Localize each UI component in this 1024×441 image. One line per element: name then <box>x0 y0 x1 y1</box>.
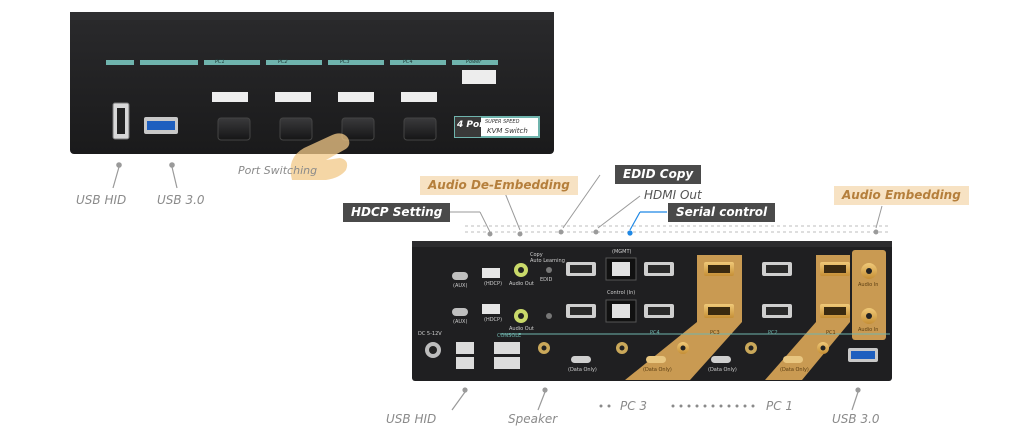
callout-audio-embedding: Audio Embedding <box>834 186 969 205</box>
badge-title: KVM Switch <box>487 127 528 135</box>
rear-label-pc4: PC4 <box>650 330 660 336</box>
callout-front-usb3: USB 3.0 <box>157 193 205 207</box>
rear-label-pc3: PC3 <box>710 330 720 336</box>
front-label-pc1: PC1 <box>215 59 225 65</box>
badge-port-count: 4 Port <box>457 120 488 130</box>
switch-button-pc1 <box>217 117 251 141</box>
front-panel <box>70 12 554 154</box>
usbc-data-pc3 <box>646 356 666 363</box>
rear-label-audio-out: Audio Out <box>509 281 534 287</box>
hdcp-switch <box>482 304 500 314</box>
rear-label-aux-2: (AUX) <box>453 319 468 325</box>
hand-pointer <box>290 133 350 180</box>
callout-front-usb-hid: USB HID <box>76 193 127 207</box>
rear-label-data-only-pc1: (Data Only) <box>780 367 809 373</box>
front-label-bar <box>140 60 198 65</box>
rear-label-pc2: PC2 <box>768 330 778 336</box>
callout-rear-usb3: USB 3.0 <box>832 412 880 426</box>
rear-label-auto-learning: Auto Learning <box>530 258 565 264</box>
rear-label-audio-in: Audio In <box>858 282 879 288</box>
rear-label-edid: EDID <box>540 277 553 283</box>
front-label-bar <box>328 60 384 65</box>
front-label-pc3: PC3 <box>340 59 350 65</box>
rear-label-pc1: PC1 <box>826 330 836 336</box>
switch-button-pc3 <box>341 117 375 141</box>
rear-label-hdcp: (HDCP) <box>484 281 503 287</box>
rear-label-console: CONSOLE <box>497 333 522 339</box>
rear-panel <box>412 241 892 381</box>
callout-pc1: PC 1 <box>766 399 794 413</box>
rear-label-audio-out-2: Audio Out <box>509 326 534 332</box>
hdcp-switch <box>482 268 500 278</box>
rear-label-data-only-pc4: (Data Only) <box>568 367 597 373</box>
callout-hdcp-setting: HDCP Setting <box>343 203 451 222</box>
usbc-data-pc2 <box>711 356 731 363</box>
pc3-highlight-band <box>625 255 742 380</box>
led-pc4 <box>401 92 437 102</box>
callout-audio-de-embedding: Audio De-Embedding <box>420 176 578 195</box>
rear-label-aux: (AUX) <box>453 283 468 289</box>
usb-hid-port <box>456 342 474 354</box>
callout-hdmi-out: HDMI Out <box>644 188 702 202</box>
front-label-pc2: PC2 <box>278 59 288 65</box>
console-usb-port <box>494 357 520 369</box>
edid-button <box>546 313 552 319</box>
audio-in-highlight <box>852 250 886 340</box>
callout-rear-usb-hid: USB HID <box>386 412 437 426</box>
console-usb-port <box>494 342 520 354</box>
aux-usbc-port <box>452 308 468 316</box>
front-label-power: Power <box>466 59 482 65</box>
front-label-pc4: PC4 <box>403 59 413 65</box>
usb-hid-port <box>456 357 474 369</box>
edid-button <box>546 267 552 273</box>
rear-label-audio-in-2: Audio In <box>858 327 879 333</box>
rear-label-data-only-pc2: (Data Only) <box>708 367 737 373</box>
power-button <box>462 70 496 84</box>
callout-edid-copy: EDID Copy <box>615 165 702 184</box>
rear-label-dc: DC 5-12V <box>418 331 442 337</box>
rear-label-hdcp-2: (HDCP) <box>484 317 503 323</box>
front-label-bar <box>106 60 134 65</box>
pc1-highlight-band <box>765 255 850 380</box>
callout-pc3: PC 3 <box>620 399 648 413</box>
rear-label-data-only-pc3: (Data Only) <box>643 367 672 373</box>
rear-label-copy: Copy <box>530 252 543 258</box>
aux-usbc-port <box>452 272 468 280</box>
led-pc2 <box>275 92 311 102</box>
switch-button-pc4 <box>403 117 437 141</box>
usbc-data-pc1 <box>783 356 803 363</box>
front-label-bar <box>390 60 446 65</box>
rear-label-mgmt: (MGMT) <box>612 249 632 255</box>
front-label-bar <box>452 60 498 65</box>
front-label-bar <box>266 60 322 65</box>
led-pc3 <box>338 92 374 102</box>
usbc-data-pc4 <box>571 356 591 363</box>
front-label-bar <box>204 60 260 65</box>
callout-serial-control: Serial control <box>668 203 776 222</box>
callout-port-switching: Port Switching <box>238 164 318 177</box>
badge-superspeed: SUPER SPEED <box>485 119 520 125</box>
switch-button-pc2 <box>279 117 313 141</box>
callout-speaker: Speaker <box>508 412 558 426</box>
led-pc1 <box>212 92 248 102</box>
rear-label-control: Control (In) <box>607 290 636 296</box>
